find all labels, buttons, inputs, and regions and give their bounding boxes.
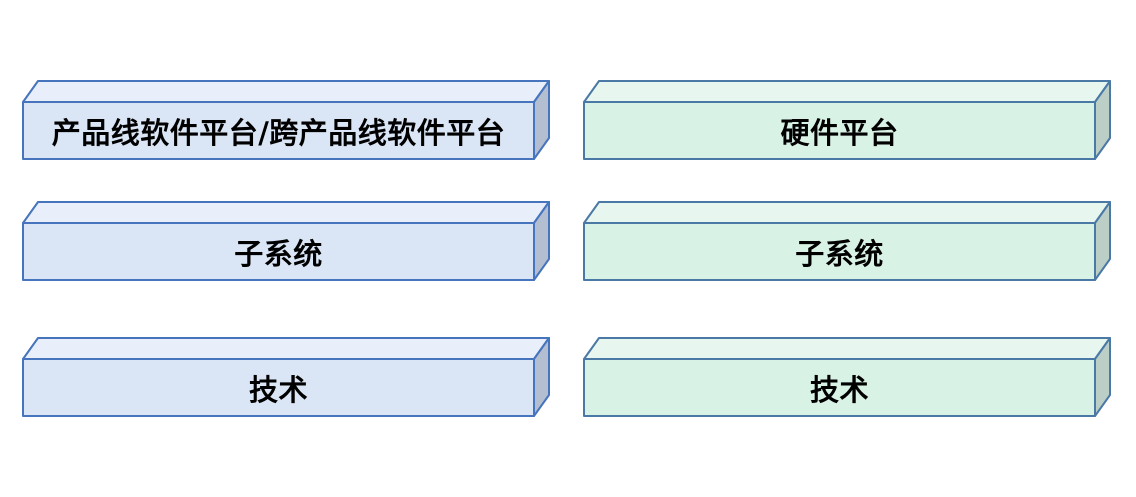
- 3d-slab-shape: [583, 80, 1111, 160]
- box-label: 技术: [809, 372, 869, 407]
- box-technology-hardware: 技术: [583, 337, 1111, 417]
- box-technology-software: 技术: [22, 337, 550, 417]
- box-label: 产品线软件平台/跨产品线软件平台: [51, 115, 506, 150]
- box-hardware-platform: 硬件平台: [583, 80, 1111, 160]
- box-subsystem-hardware: 子系统: [583, 201, 1111, 281]
- 3d-slab-shape: [583, 201, 1111, 281]
- box-label: 硬件平台: [780, 115, 899, 150]
- box-label: 技术: [248, 372, 308, 407]
- 3d-slab-shape: [22, 337, 550, 417]
- box-product-line-software-platform: 产品线软件平台/跨产品线软件平台: [22, 80, 550, 160]
- box-label: 子系统: [234, 236, 323, 271]
- 3d-slab-shape: [22, 80, 550, 160]
- box-subsystem-software: 子系统: [22, 201, 550, 281]
- box-label: 子系统: [795, 236, 884, 271]
- 3d-slab-shape: [22, 201, 550, 281]
- 3d-slab-shape: [583, 337, 1111, 417]
